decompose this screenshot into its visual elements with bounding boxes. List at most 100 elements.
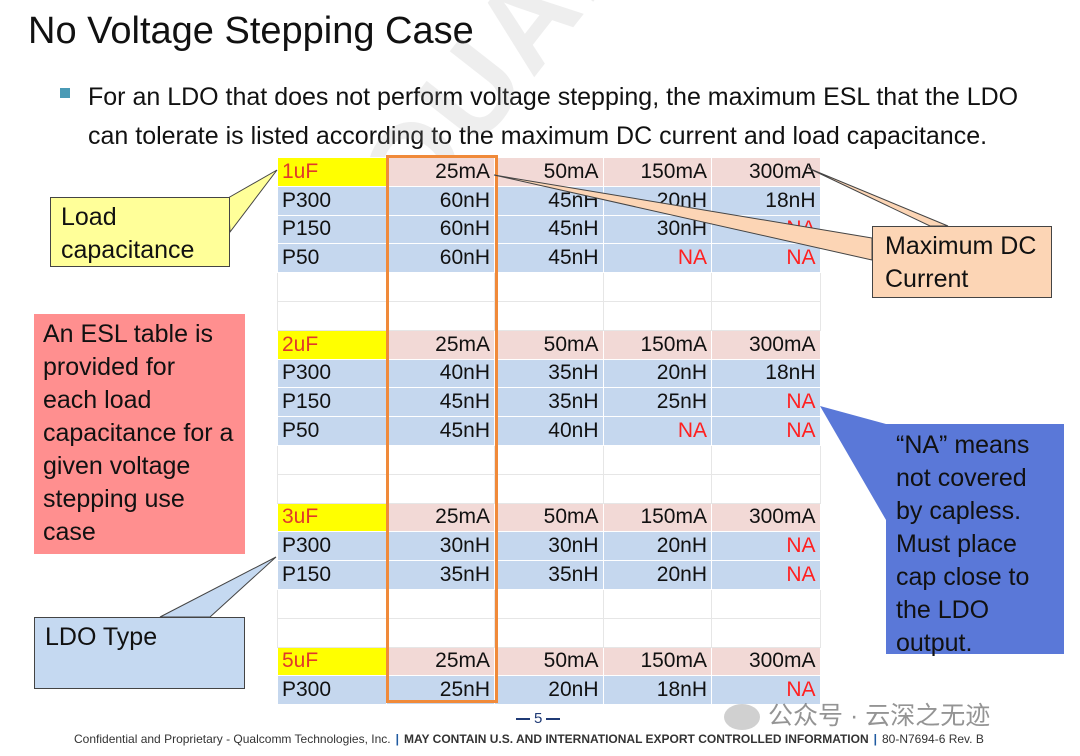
esl-value: 20nH bbox=[602, 358, 712, 389]
current-header: 300mA bbox=[711, 502, 821, 533]
page-number: 5 bbox=[516, 710, 560, 727]
blank-row bbox=[277, 444, 821, 475]
blank-cell bbox=[385, 588, 495, 619]
bullet-text: For an LDO that does not perform voltage… bbox=[88, 83, 1019, 150]
current-header: 25mA bbox=[385, 502, 495, 533]
bullet-marker bbox=[60, 88, 70, 98]
esl-value: 40nH bbox=[494, 416, 604, 446]
na-note: “NA” means not covered by capless. Must … bbox=[886, 424, 1064, 657]
esl-value: 35nH bbox=[494, 358, 604, 389]
esl-value: 35nH bbox=[385, 560, 495, 590]
ldo-type-callout: LDO Type bbox=[34, 617, 245, 689]
current-header: 150mA bbox=[602, 646, 712, 677]
esl-value: NA bbox=[602, 243, 712, 274]
esl-value: 40nH bbox=[385, 358, 495, 389]
blank-cell bbox=[711, 444, 821, 475]
esl-table-note: An ESL table is provided for each load c… bbox=[34, 314, 245, 554]
esl-value: 60nH bbox=[385, 214, 495, 245]
blank-cell bbox=[711, 588, 821, 619]
25ma-column-highlight bbox=[386, 155, 498, 703]
blank-row bbox=[277, 473, 821, 504]
current-header: 300mA bbox=[711, 646, 821, 677]
esl-value: 18nH bbox=[711, 185, 821, 216]
esl-value: 18nH bbox=[711, 358, 821, 389]
max-dc-current-callout: Maximum DC Current bbox=[872, 226, 1052, 298]
footer-doc-number: 80-N7694-6 Rev. B bbox=[882, 732, 984, 746]
footer-export-notice: MAY CONTAIN U.S. AND INTERNATIONAL EXPOR… bbox=[403, 732, 869, 746]
blank-cell bbox=[602, 617, 712, 648]
blank-cell bbox=[602, 473, 712, 504]
esl-value: 20nH bbox=[602, 531, 712, 562]
slide-title: No Voltage Stepping Case bbox=[28, 10, 474, 52]
esl-value: NA bbox=[711, 243, 821, 274]
current-header: 150mA bbox=[602, 502, 712, 533]
blank-row bbox=[277, 272, 821, 302]
current-header: 150mA bbox=[602, 157, 712, 187]
capacitance-label: 1uF bbox=[277, 157, 387, 187]
capacitance-label: 2uF bbox=[277, 329, 387, 360]
blank-cell bbox=[494, 588, 604, 619]
wechat-account: 公众号 · 云深之无迹 bbox=[768, 702, 991, 730]
ldo-type-label: P300 bbox=[277, 531, 387, 562]
blank-cell bbox=[277, 444, 387, 475]
na-pointer bbox=[820, 406, 886, 520]
esl-value: NA bbox=[711, 560, 821, 590]
ldo-type-label: P50 bbox=[277, 416, 387, 446]
esl-value: NA bbox=[711, 387, 821, 418]
blank-cell bbox=[277, 300, 387, 331]
ldo-type-label: P300 bbox=[277, 185, 387, 216]
current-header: 50mA bbox=[494, 157, 604, 187]
esl-value: 30nH bbox=[494, 531, 604, 562]
blank-cell bbox=[494, 300, 604, 331]
esl-value: 35nH bbox=[494, 387, 604, 418]
footer-confidential: Confidential and Proprietary - Qualcomm … bbox=[74, 732, 391, 746]
ldo-type-label: P150 bbox=[277, 387, 387, 418]
wechat-watermark: 公众号 · 云深之无迹 bbox=[724, 696, 990, 732]
esl-value: 60nH bbox=[385, 243, 495, 274]
blank-row bbox=[277, 617, 821, 648]
esl-value: NA bbox=[711, 675, 821, 706]
blank-cell bbox=[494, 473, 604, 504]
esl-value: NA bbox=[602, 416, 712, 446]
blank-cell bbox=[385, 300, 495, 331]
blank-cell bbox=[494, 444, 604, 475]
blank-row bbox=[277, 300, 821, 331]
load-capacitance-pointer bbox=[227, 169, 278, 234]
current-header: 50mA bbox=[494, 502, 604, 533]
capacitance-label: 3uF bbox=[277, 502, 387, 533]
blank-cell bbox=[277, 272, 387, 302]
esl-value: 45nH bbox=[494, 243, 604, 274]
current-header: 50mA bbox=[494, 329, 604, 360]
ldo-type-pointer bbox=[159, 556, 277, 618]
blank-cell bbox=[277, 617, 387, 648]
current-header: 25mA bbox=[385, 329, 495, 360]
blank-cell bbox=[385, 444, 495, 475]
ldo-type-label: P300 bbox=[277, 675, 387, 706]
footer: Confidential and Proprietary - Qualcomm … bbox=[74, 732, 984, 746]
esl-value: NA bbox=[711, 416, 821, 446]
ldo-type-label: P50 bbox=[277, 243, 387, 274]
esl-value: 18nH bbox=[602, 675, 712, 706]
capacitance-label: 5uF bbox=[277, 646, 387, 677]
current-header: 150mA bbox=[602, 329, 712, 360]
blank-cell bbox=[385, 617, 495, 648]
max-dc-current-pointer-a bbox=[493, 174, 873, 261]
esl-value: 20nH bbox=[494, 675, 604, 706]
blank-cell bbox=[385, 473, 495, 504]
blank-cell bbox=[711, 473, 821, 504]
esl-value: 30nH bbox=[385, 531, 495, 562]
max-dc-current-pointer-b bbox=[807, 167, 949, 227]
blank-cell bbox=[602, 444, 712, 475]
blank-cell bbox=[711, 617, 821, 648]
blank-cell bbox=[711, 272, 821, 302]
ldo-type-label: P150 bbox=[277, 560, 387, 590]
